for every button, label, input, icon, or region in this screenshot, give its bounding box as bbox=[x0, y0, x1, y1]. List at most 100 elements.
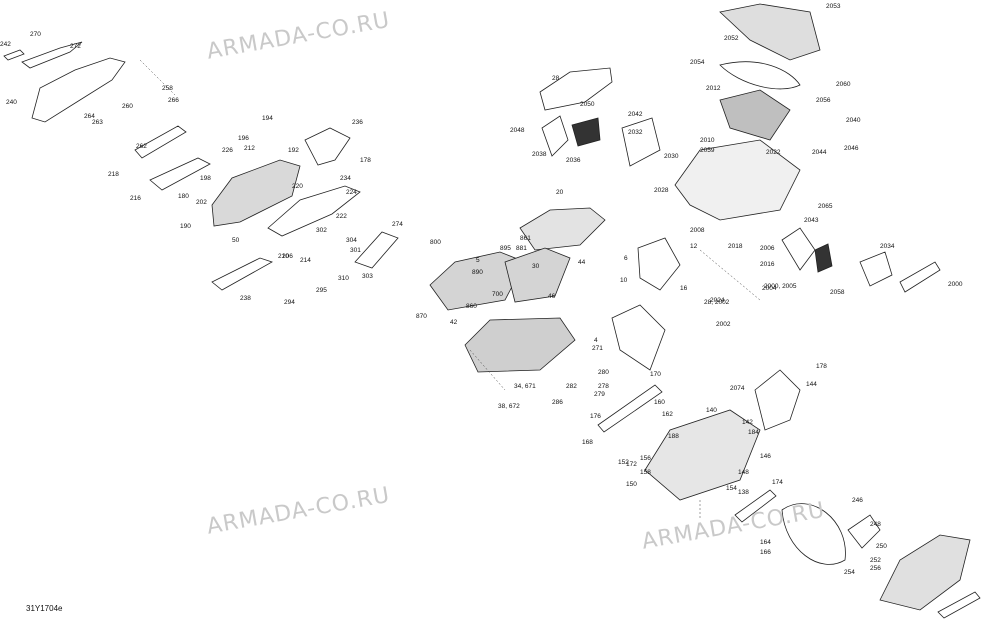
part-number-label: 206 bbox=[282, 253, 293, 260]
part-number-label: 270 bbox=[30, 31, 41, 38]
part-number-label: 2032 bbox=[628, 129, 643, 136]
trim-strip-270b bbox=[937, 591, 981, 619]
liner-2060 bbox=[719, 89, 791, 141]
part-number-label: 140 bbox=[706, 407, 717, 414]
part-number-label: 2030 bbox=[664, 153, 679, 160]
part-number-label: 158 bbox=[640, 469, 651, 476]
part-number-label: 210 bbox=[278, 253, 289, 260]
part-number-label: 20 bbox=[556, 189, 564, 196]
part-number-label: 895 bbox=[500, 245, 511, 252]
part-number-label: 160 bbox=[654, 399, 665, 406]
part-number-label: 196 bbox=[238, 135, 249, 142]
part-number-label: 2058 bbox=[830, 289, 845, 296]
part-number-label: 2053 bbox=[826, 3, 841, 10]
panel-6 bbox=[637, 237, 681, 291]
side-panel-right bbox=[879, 534, 971, 611]
part-number-label: 168 bbox=[582, 439, 593, 446]
part-number-label: 279 bbox=[594, 391, 605, 398]
center-tray-20 bbox=[519, 207, 606, 251]
part-number-label: 142 bbox=[742, 419, 753, 426]
part-number-label: 2000 bbox=[948, 281, 963, 288]
part-number-label: 144 bbox=[806, 381, 817, 388]
part-number-label: 174 bbox=[772, 479, 783, 486]
grille-2040 bbox=[814, 243, 833, 273]
part-number-label: 28 bbox=[552, 75, 560, 82]
part-number-label: 2054 bbox=[690, 59, 705, 66]
top-case-body bbox=[674, 139, 801, 221]
bar-168 bbox=[597, 384, 663, 433]
part-number-label: 294 bbox=[284, 299, 295, 306]
part-number-label: 301 bbox=[350, 247, 361, 254]
part-number-label: 2056 bbox=[816, 97, 831, 104]
part-number-label: 38, 672 bbox=[498, 403, 520, 410]
part-number-label: 42 bbox=[450, 319, 458, 326]
part-number-label: 34, 671 bbox=[514, 383, 536, 390]
part-number-label: 272 bbox=[70, 43, 81, 50]
part-number-label: 150 bbox=[626, 481, 637, 488]
part-number-label: 2016 bbox=[760, 261, 775, 268]
part-number-label: 2006 bbox=[760, 245, 775, 252]
part-number-label: 266 bbox=[168, 97, 179, 104]
diagram-code: 31Y1704e bbox=[26, 604, 63, 613]
top-lid-2048 bbox=[539, 67, 613, 111]
part-number-label: 252 bbox=[870, 557, 881, 564]
part-number-label: 2044 bbox=[812, 149, 827, 156]
part-number-label: 280 bbox=[598, 369, 609, 376]
part-number-label: 295 bbox=[316, 287, 327, 294]
part-number-label: 263 bbox=[92, 119, 103, 126]
part-number-label: 218 bbox=[108, 171, 119, 178]
part-number-label: 192 bbox=[288, 147, 299, 154]
center-housing-46 bbox=[504, 247, 571, 303]
part-number-label: 2042 bbox=[628, 111, 643, 118]
part-number-label: 10 bbox=[620, 277, 628, 284]
part-number-label: 254 bbox=[844, 569, 855, 576]
part-number-label: 2000, 2005 bbox=[764, 283, 797, 290]
part-number-label: 184 bbox=[748, 429, 759, 436]
part-number-label: 6 bbox=[624, 255, 628, 262]
part-number-label: 250 bbox=[876, 543, 887, 550]
part-number-label: 240 bbox=[6, 99, 17, 106]
part-number-label: 198 bbox=[200, 175, 211, 182]
part-number-label: 226 bbox=[222, 147, 233, 154]
frame-218 bbox=[134, 125, 187, 159]
part-number-label: 212 bbox=[244, 145, 255, 152]
part-number-label: 256 bbox=[870, 565, 881, 572]
part-number-label: 2028 bbox=[654, 187, 669, 194]
part-number-label: 30 bbox=[532, 263, 540, 270]
part-number-label: 310 bbox=[338, 275, 349, 282]
trim-2048b bbox=[899, 261, 941, 293]
part-number-label: 214 bbox=[300, 257, 311, 264]
side-bracket-4 bbox=[611, 304, 666, 371]
part-number-label: 178 bbox=[816, 363, 827, 370]
part-number-label: 2012 bbox=[706, 85, 721, 92]
part-number-label: 274 bbox=[392, 221, 403, 228]
part-number-label: 700 bbox=[492, 291, 503, 298]
lid-236 bbox=[304, 127, 351, 166]
part-number-label: 271 bbox=[592, 345, 603, 352]
part-number-label: 44 bbox=[578, 259, 586, 266]
part-number-label: 138 bbox=[738, 489, 749, 496]
part-number-label: 860 bbox=[466, 303, 477, 310]
storage-box-190 bbox=[211, 159, 301, 227]
part-number-label: 258 bbox=[162, 85, 173, 92]
part-number-label: 2038 bbox=[532, 151, 547, 158]
part-number-label: 2036 bbox=[566, 157, 581, 164]
part-number-label: 2008 bbox=[690, 227, 705, 234]
part-number-label: 170 bbox=[650, 371, 661, 378]
part-number-label: 178 bbox=[360, 157, 371, 164]
part-number-label: 286 bbox=[552, 399, 563, 406]
part-number-label: 148 bbox=[738, 469, 749, 476]
part-number-label: 2043 bbox=[804, 217, 819, 224]
panel-2034 bbox=[781, 227, 816, 271]
seal-2012 bbox=[719, 61, 801, 90]
part-number-label: 890 bbox=[472, 269, 483, 276]
part-number-label: 190 bbox=[180, 223, 191, 230]
part-number-label: 2024 bbox=[710, 297, 725, 304]
part-number-label: 152 bbox=[618, 459, 629, 466]
part-number-label: 282 bbox=[566, 383, 577, 390]
part-number-label: 2046 bbox=[844, 145, 859, 152]
part-number-label: 162 bbox=[662, 411, 673, 418]
part-number-label: 236 bbox=[352, 119, 363, 126]
part-number-label: 2052 bbox=[724, 35, 739, 42]
